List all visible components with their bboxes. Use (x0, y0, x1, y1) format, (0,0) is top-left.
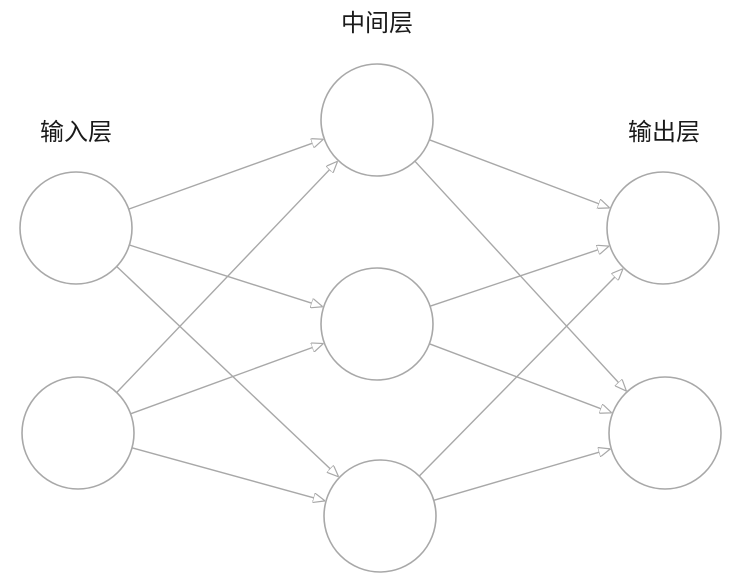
input-node-2 (21, 376, 135, 490)
hidden-layer-label: 中间层 (341, 9, 413, 37)
edge-hidden3-to-output2 (433, 449, 611, 501)
connections (116, 139, 627, 501)
edge-hidden2-to-output1 (429, 246, 609, 307)
input-layer-label: 输入层 (40, 118, 112, 146)
neurons (19, 63, 722, 573)
edge-input1-to-hidden3 (116, 265, 339, 477)
edge-input1-to-hidden1 (128, 139, 324, 210)
hidden-node-1 (320, 63, 434, 177)
hidden-node-3 (323, 459, 437, 573)
edge-input2-to-hidden3 (131, 447, 325, 501)
edge-input2-to-hidden1 (116, 161, 338, 393)
output-layer-label: 输出层 (628, 118, 700, 146)
edge-input1-to-hidden2 (129, 244, 322, 307)
input-node-1 (19, 171, 133, 285)
hidden-node-2 (320, 267, 434, 381)
output-node-1 (606, 171, 720, 285)
edge-hidden2-to-output2 (429, 343, 611, 413)
edge-input2-to-hidden2 (130, 344, 324, 415)
output-node-2 (608, 376, 722, 490)
edge-hidden3-to-output1 (418, 269, 623, 477)
edge-hidden1-to-output1 (429, 139, 609, 208)
